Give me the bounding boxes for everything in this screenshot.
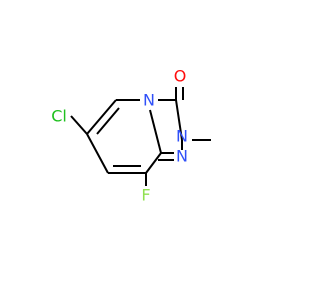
bond-c5-c6-inner xyxy=(96,107,120,135)
atom-nitrogen-methyl: N xyxy=(176,127,188,146)
bond-c6-cl xyxy=(70,115,88,135)
atom-nitrogen-bridge: N xyxy=(143,91,155,110)
bond-c3-n2 xyxy=(175,99,183,141)
bond-c6-c7 xyxy=(86,133,109,174)
bond-c8-c8a xyxy=(145,152,162,174)
atom-label-layer: O Cl F N N N xyxy=(51,67,188,205)
atom-fluorine: F xyxy=(141,186,150,205)
bond-c8a-n4 xyxy=(149,109,162,154)
atom-oxygen: O xyxy=(174,67,187,86)
atom-chlorine: Cl xyxy=(51,107,67,126)
atom-nitrogen-imine: N xyxy=(176,147,188,166)
bond-layer xyxy=(70,87,211,186)
molecule-structure: O Cl F N N N xyxy=(51,67,211,205)
bond-c5-c6 xyxy=(86,99,117,135)
